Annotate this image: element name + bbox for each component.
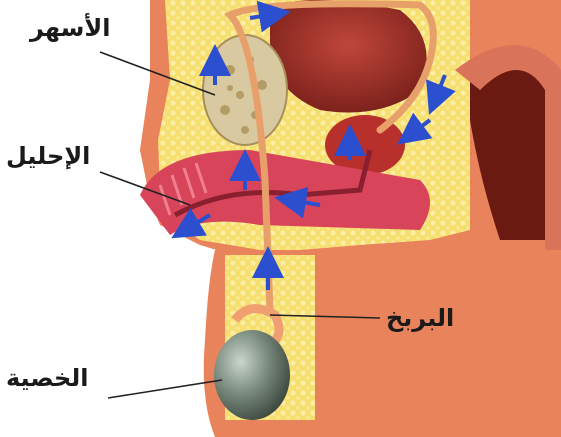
label-epididymis: البربخ <box>386 304 454 332</box>
testis <box>214 330 290 420</box>
label-testis: الخصية <box>6 364 89 392</box>
label-seminal-vesicle: الأسهر <box>30 14 110 42</box>
label-urethra: الإحليل <box>6 142 90 170</box>
